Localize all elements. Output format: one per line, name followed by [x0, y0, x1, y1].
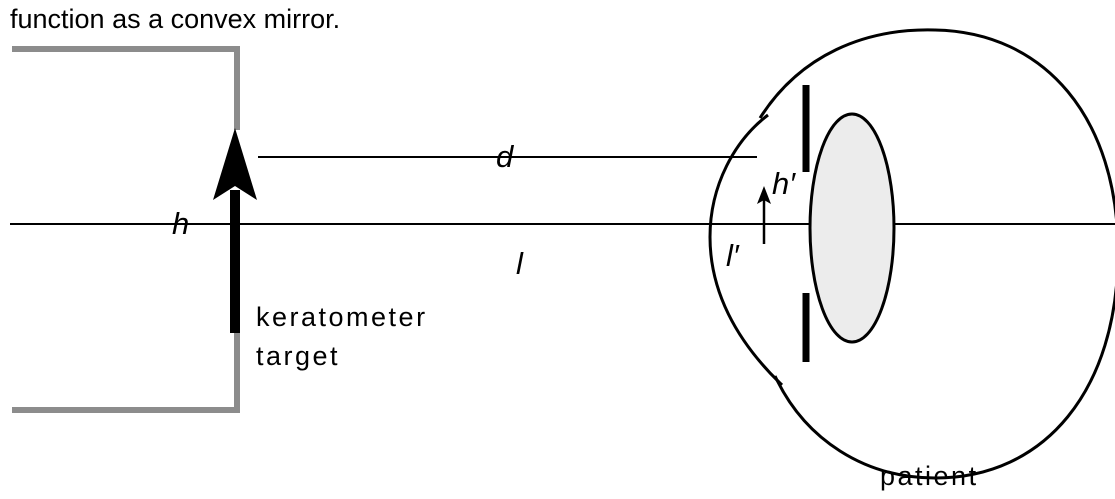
target-label-line2: target	[256, 341, 340, 371]
patient-label: patient	[880, 461, 979, 491]
cornea-outline	[708, 113, 784, 387]
label-h: h	[172, 206, 189, 241]
label-l: l	[516, 246, 524, 281]
keratometer-frame-bottom	[12, 333, 240, 413]
keratometer-frame-top	[12, 46, 240, 130]
label-l-prime: l′	[726, 238, 740, 273]
caption-text: function as a convex mirror.	[10, 4, 340, 34]
target-arrow-head	[213, 128, 257, 200]
label-h-prime: h′	[772, 166, 796, 201]
eyeball-outline	[758, 28, 1115, 480]
crystalline-lens	[808, 112, 896, 344]
target-label-line1: keratometer	[256, 302, 428, 332]
label-d: d	[496, 139, 515, 174]
image-arrow-head	[757, 186, 771, 204]
